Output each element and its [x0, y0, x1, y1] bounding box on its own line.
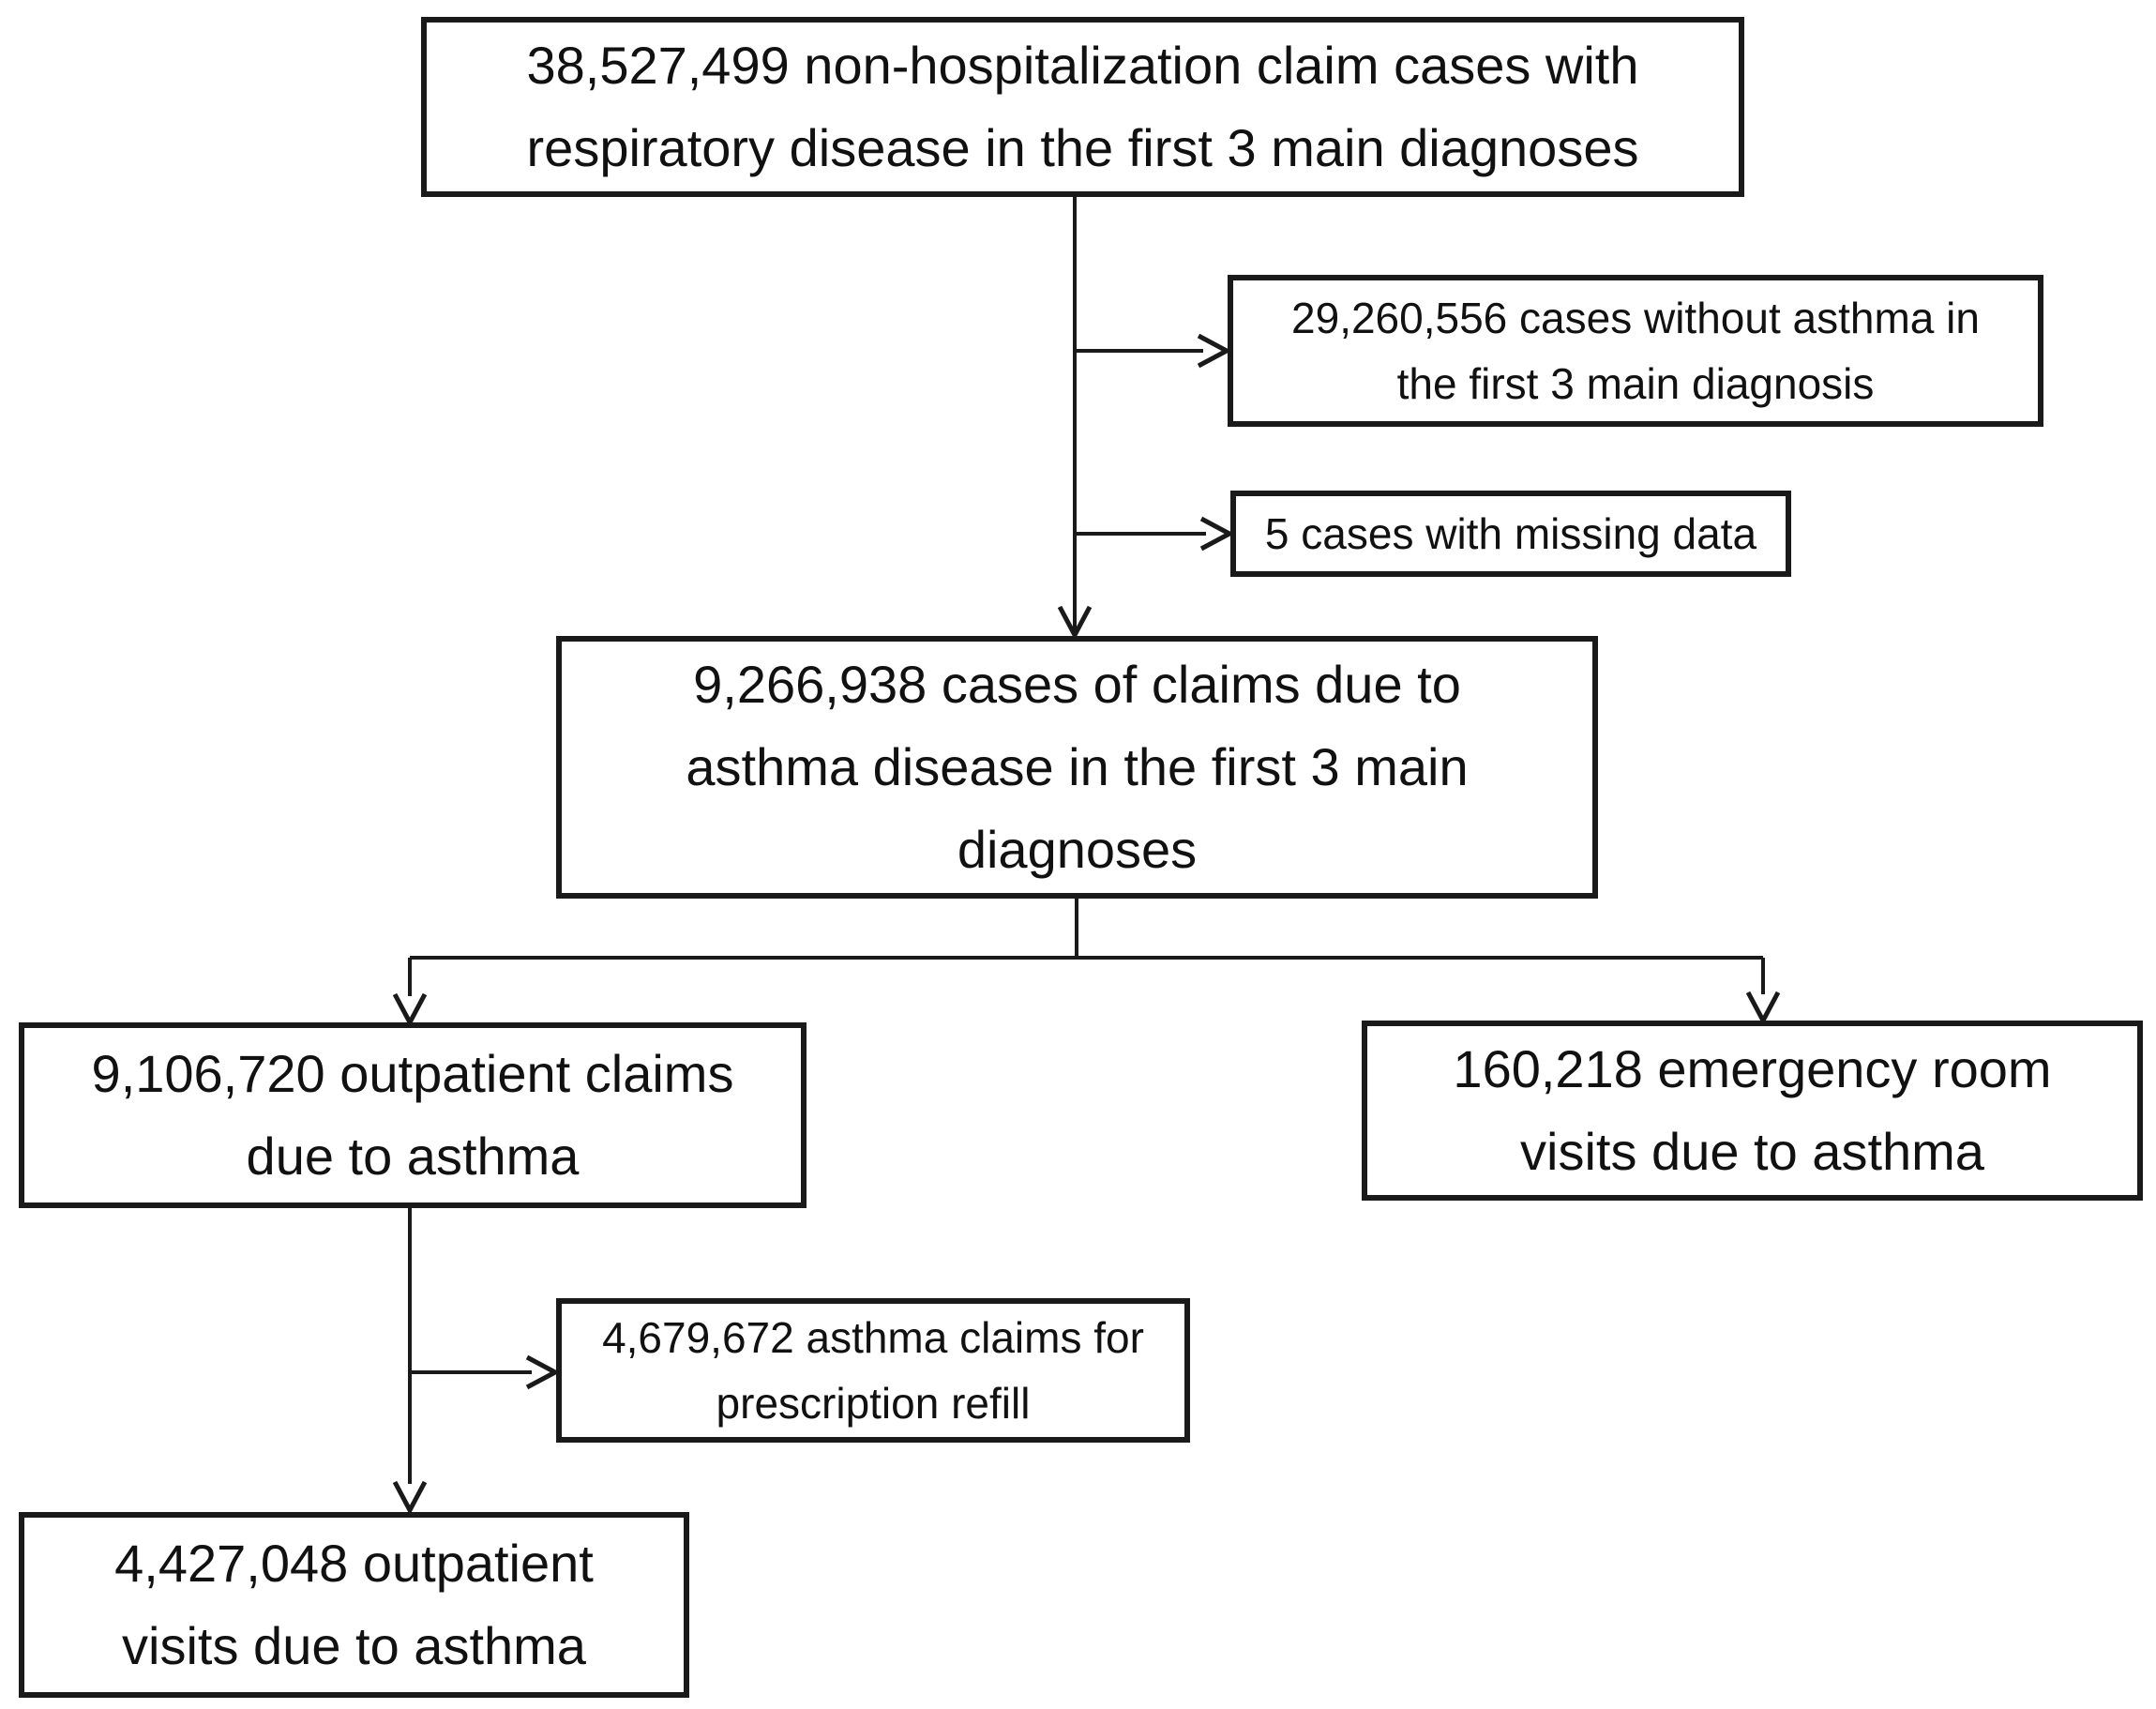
- node-text-line: 9,106,720 outpatient claims: [91, 1044, 734, 1103]
- node-outpatient-visits: 4,427,048 outpatient visits due to asthm…: [19, 1512, 689, 1698]
- node-asthma-claims: 9,266,938 cases of claims due to asthma …: [556, 636, 1598, 899]
- node-text-line: 4,679,672 asthma claims for: [602, 1313, 1144, 1362]
- node-text-line: visits due to asthma: [1520, 1122, 1984, 1181]
- node-root-claim-cases: 38,527,499 non-hospitalization claim cas…: [421, 17, 1744, 197]
- arrowhead-right-icon: [1199, 516, 1235, 552]
- node-text-line: diagnoses: [957, 820, 1198, 879]
- node-outpatient-claims: 9,106,720 outpatient claims due to asthm…: [19, 1022, 807, 1208]
- node-text-line: visits due to asthma: [122, 1616, 586, 1675]
- arrowhead-down-icon: [392, 992, 428, 1028]
- node-text-line: 9,266,938 cases of claims due to: [693, 655, 1461, 714]
- node-prescription-refill: 4,679,672 asthma claims for prescription…: [556, 1298, 1190, 1443]
- arrowhead-down-icon: [1057, 605, 1093, 641]
- arrowhead-down-icon: [392, 1480, 428, 1516]
- node-text-line: respiratory disease in the first 3 main …: [526, 118, 1639, 177]
- node-excluded-no-asthma: 29,260,556 cases without asthma in the f…: [1228, 275, 2043, 427]
- node-excluded-missing-data: 5 cases with missing data: [1230, 491, 1791, 577]
- node-text-line: asthma disease in the first 3 main: [686, 737, 1469, 796]
- node-emergency-room-visits: 160,218 emergency room visits due to ast…: [1362, 1021, 2143, 1201]
- node-text-line: 38,527,499 non-hospitalization claim cas…: [526, 36, 1639, 95]
- node-text-line: the first 3 main diagnosis: [1396, 359, 1875, 408]
- node-text-line: 29,260,556 cases without asthma in: [1291, 294, 1980, 342]
- node-text-line: due to asthma: [246, 1127, 580, 1186]
- node-text-line: 160,218 emergency room: [1453, 1039, 2052, 1098]
- node-text-line: 4,427,048 outpatient: [114, 1534, 594, 1593]
- node-text-line: prescription refill: [716, 1379, 1031, 1428]
- arrowhead-down-icon: [1745, 991, 1781, 1026]
- node-text-line: 5 cases with missing data: [1264, 509, 1757, 558]
- arrowhead-right-icon: [525, 1354, 561, 1390]
- arrowhead-right-icon: [1197, 333, 1232, 369]
